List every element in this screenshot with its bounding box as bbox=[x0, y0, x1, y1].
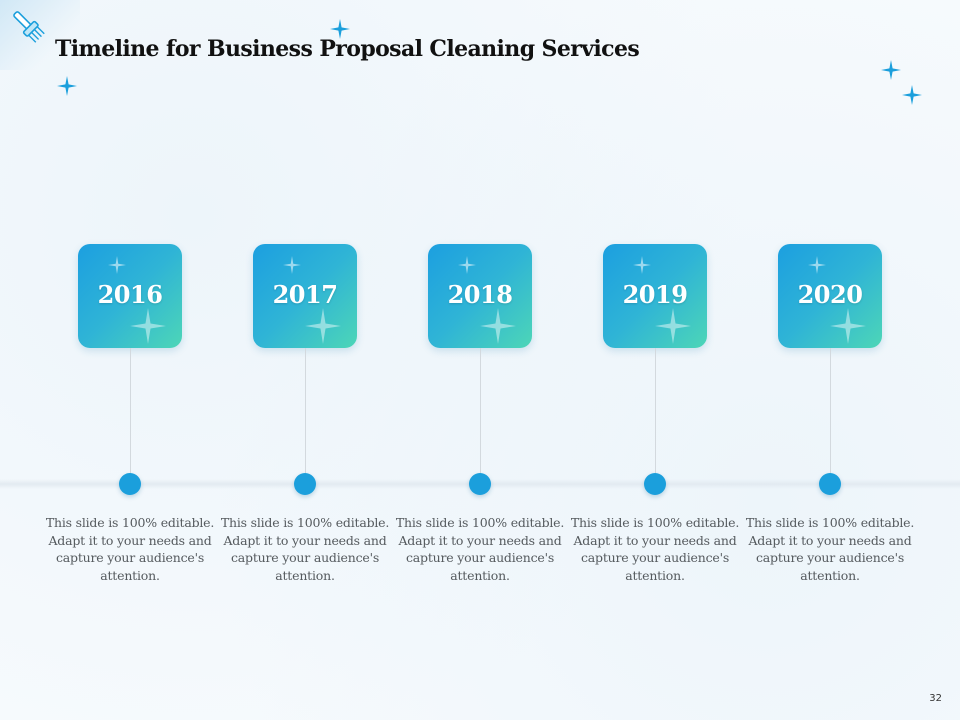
timeline-description: This slide is 100% editable. Adapt it to… bbox=[395, 515, 565, 583]
timeline-description: This slide is 100% editable. Adapt it to… bbox=[45, 515, 215, 583]
timeline-item: 2020 This slide is 100% editable. Adapt … bbox=[740, 244, 920, 604]
connector-line bbox=[304, 348, 306, 478]
sparkle-icon bbox=[283, 256, 301, 274]
timeline-item: 2019 This slide is 100% editable. Adapt … bbox=[565, 244, 745, 604]
sparkle-icon bbox=[830, 308, 866, 344]
sparkle-icon bbox=[881, 60, 901, 80]
connector-line bbox=[479, 348, 481, 478]
timeline-dot bbox=[469, 473, 491, 495]
slide-title: Timeline for Business Proposal Cleaning … bbox=[55, 36, 640, 62]
timeline-dot bbox=[644, 473, 666, 495]
timeline-item: 2016 This slide is 100% editable. Adapt … bbox=[40, 244, 220, 604]
sparkle-icon bbox=[330, 19, 350, 39]
year-card: 2019 bbox=[603, 244, 707, 348]
sparkle-icon bbox=[458, 256, 476, 274]
year-card: 2020 bbox=[778, 244, 882, 348]
year-label: 2018 bbox=[447, 280, 513, 309]
year-card: 2017 bbox=[253, 244, 357, 348]
year-label: 2020 bbox=[797, 280, 863, 309]
brush-icon bbox=[13, 11, 45, 43]
sparkle-icon bbox=[305, 308, 341, 344]
year-label: 2019 bbox=[622, 280, 688, 309]
timeline-description: This slide is 100% editable. Adapt it to… bbox=[220, 515, 390, 583]
year-label: 2017 bbox=[272, 280, 338, 309]
connector-line bbox=[654, 348, 656, 478]
sparkle-icon bbox=[808, 256, 826, 274]
sparkle-icon bbox=[902, 85, 922, 105]
sparkle-icon bbox=[108, 256, 126, 274]
timeline-item: 2018 This slide is 100% editable. Adapt … bbox=[390, 244, 570, 604]
page-number: 32 bbox=[929, 693, 942, 704]
connector-line bbox=[129, 348, 131, 478]
sparkle-icon bbox=[655, 308, 691, 344]
year-card: 2016 bbox=[78, 244, 182, 348]
timeline-description: This slide is 100% editable. Adapt it to… bbox=[570, 515, 740, 583]
sparkle-icon bbox=[130, 308, 166, 344]
timeline-dot bbox=[819, 473, 841, 495]
connector-line bbox=[829, 348, 831, 478]
sparkle-icon bbox=[633, 256, 651, 274]
timeline-item: 2017 This slide is 100% editable. Adapt … bbox=[215, 244, 395, 604]
timeline-dot bbox=[294, 473, 316, 495]
year-label: 2016 bbox=[97, 280, 163, 309]
timeline-dot bbox=[119, 473, 141, 495]
sparkle-icon bbox=[57, 76, 77, 96]
timeline-description: This slide is 100% editable. Adapt it to… bbox=[745, 515, 915, 583]
sparkle-icon bbox=[480, 308, 516, 344]
year-card: 2018 bbox=[428, 244, 532, 348]
